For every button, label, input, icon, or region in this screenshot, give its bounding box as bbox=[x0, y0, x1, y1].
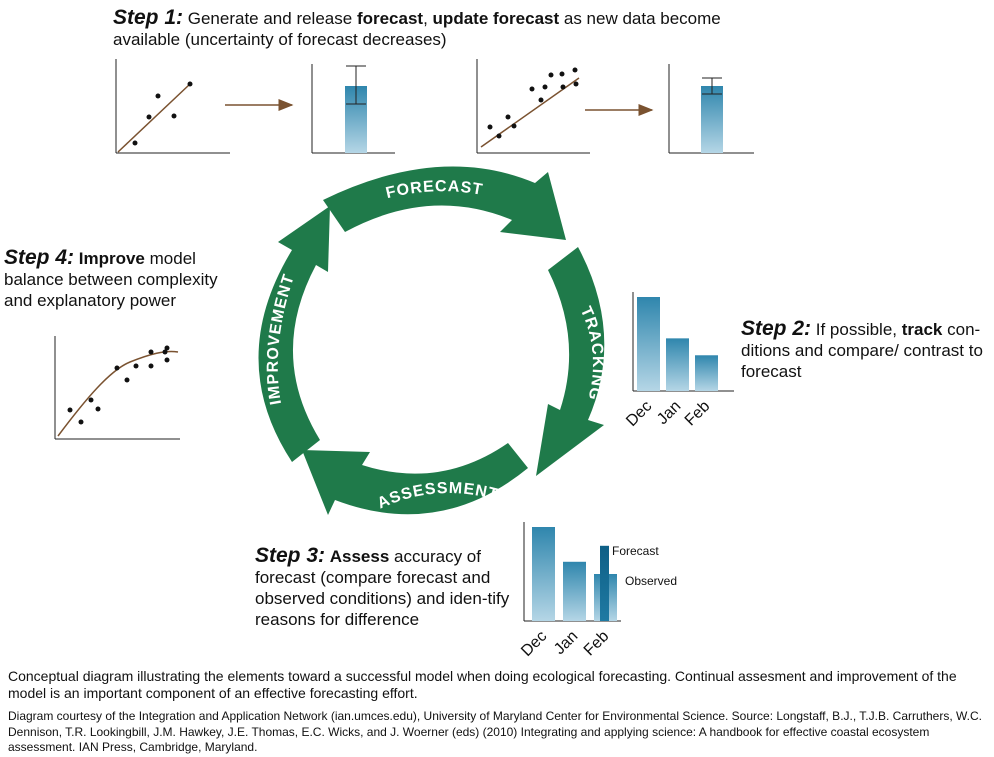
step3-text: Step 3: Assess accuracy of forecast (com… bbox=[255, 545, 515, 630]
step1-text-part: Generate and release bbox=[187, 9, 353, 28]
forecast-arrow bbox=[323, 166, 566, 240]
step2-heading: Step 2: bbox=[741, 317, 812, 340]
tick-label-feb: Feb bbox=[682, 398, 714, 430]
trend-line bbox=[117, 83, 191, 153]
step1-uncertainty-bar-1 bbox=[311, 64, 395, 154]
step2-text-part: If possible, bbox=[815, 320, 898, 339]
step4-text: Step 4: Improve model balance between co… bbox=[4, 247, 244, 311]
scatter-points bbox=[487, 67, 579, 139]
forecast-bar bbox=[345, 86, 367, 153]
scatter-points bbox=[132, 81, 193, 146]
step4-heading: Step 4: bbox=[4, 246, 75, 269]
bar-jan bbox=[563, 561, 586, 621]
bar-jan bbox=[666, 338, 689, 391]
step2-text-rest: con-ditions and compare/ contrast to for… bbox=[741, 320, 983, 381]
legend-observed-label: Observed bbox=[625, 574, 677, 588]
tick-label-feb: Feb bbox=[581, 628, 613, 660]
step1-bold-forecast: forecast bbox=[356, 9, 424, 28]
forecast-bar bbox=[701, 86, 723, 153]
step4-scatter bbox=[54, 336, 180, 440]
step1-heading: Step 1: bbox=[113, 6, 184, 29]
step1-scatter-1 bbox=[115, 59, 230, 154]
bar-dec bbox=[637, 297, 660, 391]
tracking-arrow bbox=[536, 247, 605, 476]
step2-bold-track: track bbox=[901, 320, 943, 339]
step1-comma: , bbox=[423, 9, 428, 28]
improvement-arrow bbox=[258, 206, 330, 462]
figure-caption: Conceptual diagram illustrating the elem… bbox=[8, 668, 957, 701]
tick-label-dec: Dec bbox=[623, 398, 655, 430]
assessment-arrow bbox=[302, 443, 528, 515]
bar-feb-forecast bbox=[600, 545, 609, 621]
legend-forecast-label: Forecast bbox=[612, 544, 659, 558]
step1-text-rest: as new data become available (uncertaint… bbox=[113, 9, 721, 49]
step3-heading: Step 3: bbox=[255, 544, 326, 567]
step4-text-rest: model balance between complexity and exp… bbox=[4, 249, 218, 310]
figure-credit: Diagram courtesy of the Integration and … bbox=[8, 709, 982, 754]
tick-label-jan: Jan bbox=[551, 628, 581, 658]
step1-text: Step 1: Generate and release forecast, u… bbox=[113, 7, 763, 50]
tick-label-dec: Dec bbox=[518, 628, 550, 660]
step3-text-rest: accuracy of forecast (compare forecast a… bbox=[255, 547, 510, 629]
bar-feb bbox=[695, 355, 718, 391]
step1-scatter-2 bbox=[476, 59, 590, 154]
scatter-points bbox=[67, 345, 170, 425]
bar-dec bbox=[532, 527, 555, 621]
step1-bold-update: update forecast bbox=[432, 9, 560, 28]
tick-label-jan: Jan bbox=[654, 398, 684, 428]
step2-text: Step 2: If possible, track con-ditions a… bbox=[741, 318, 991, 382]
step4-bold-improve: Improve bbox=[78, 249, 145, 268]
step3-bold-assess: Assess bbox=[329, 547, 390, 566]
fitted-curve bbox=[57, 350, 179, 437]
cycle bbox=[258, 166, 605, 515]
step1-uncertainty-bar-2 bbox=[668, 64, 754, 154]
